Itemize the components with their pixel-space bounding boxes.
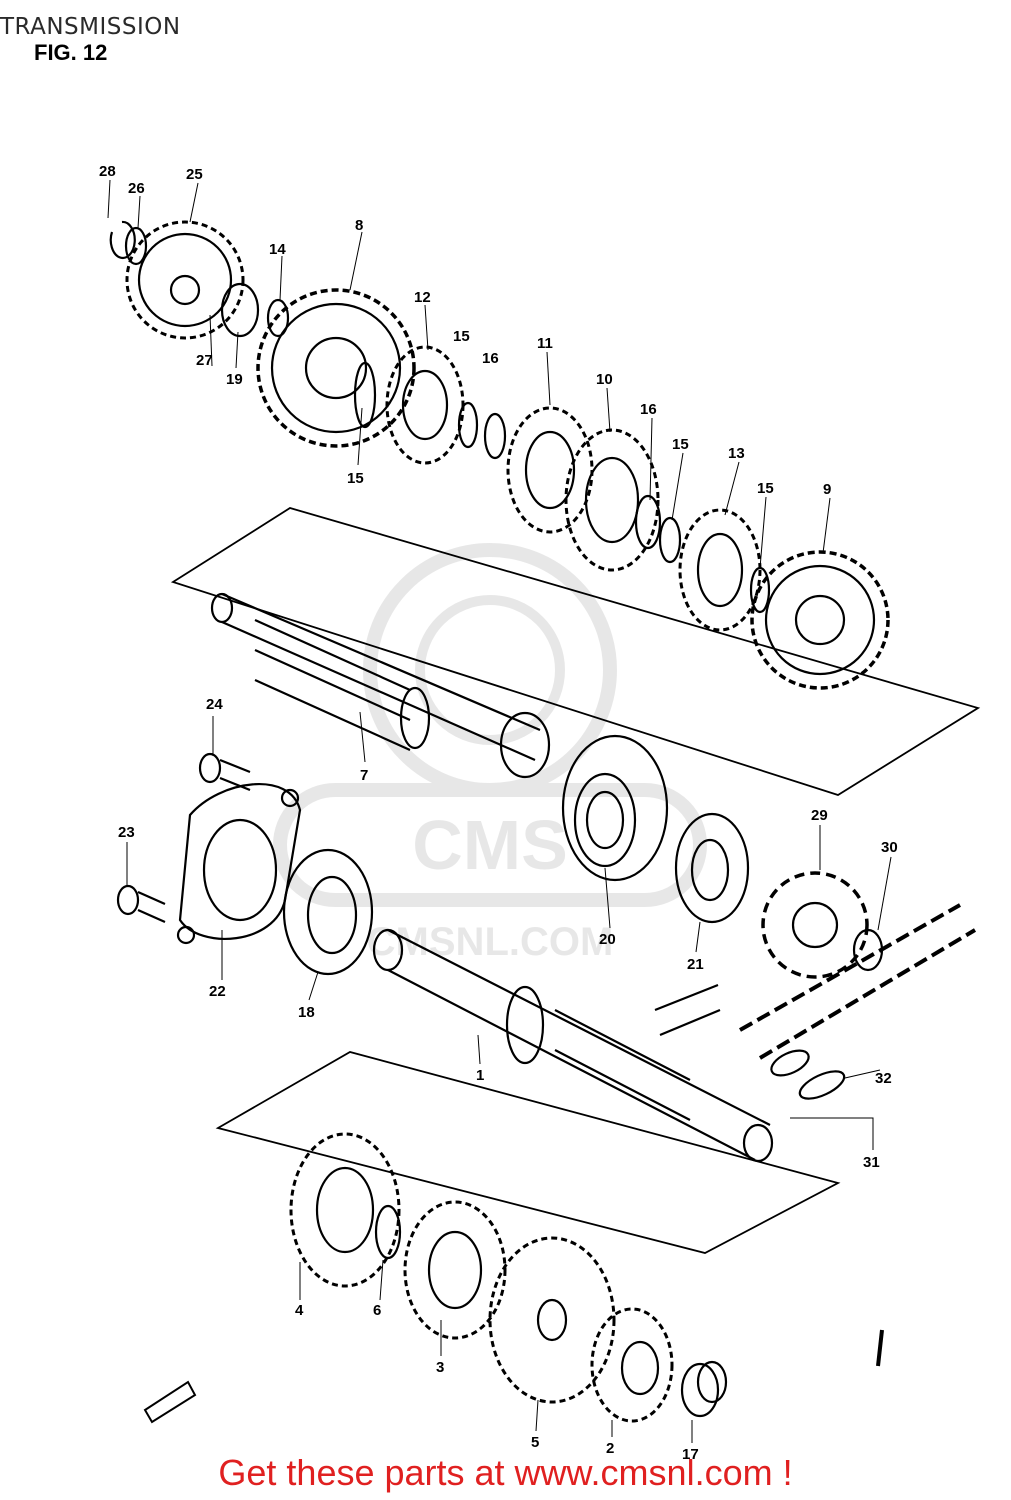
footer-promo-link[interactable]: Get these parts at www.cmsnl.com ! [218, 1452, 793, 1493]
gear-11 [506, 406, 594, 534]
part-29-label: 29 [811, 807, 828, 824]
bearings-seals [116, 734, 750, 976]
bearing-20 [561, 734, 669, 882]
gear-25 [125, 220, 245, 340]
washer-30 [852, 928, 884, 972]
part-15-label-a: 15 [453, 328, 470, 345]
part-19-label: 19 [226, 371, 243, 388]
part-4-label: 4 [295, 1302, 304, 1319]
part-16-label-b: 16 [640, 401, 657, 418]
part-28-label: 28 [99, 163, 116, 180]
screw-23 [116, 884, 140, 916]
gear-3 [403, 1200, 507, 1340]
countershaft-assembly-outline [170, 507, 981, 796]
screw-24 [198, 752, 222, 784]
part-15-label-b: 15 [672, 436, 689, 453]
part-2-label: 2 [606, 1440, 614, 1457]
part-30-label: 30 [881, 839, 898, 856]
front-direction-marker [143, 1329, 884, 1424]
gear-9 [750, 550, 890, 690]
washer-16-left [483, 412, 507, 460]
part-5-label: 5 [531, 1434, 539, 1451]
sprocket-29 [761, 871, 869, 979]
part-12-label: 12 [414, 289, 431, 306]
washer-16-right [634, 494, 662, 550]
upper-gear-train [109, 220, 890, 690]
bushing-19 [220, 282, 260, 338]
leader-lines [107, 179, 892, 1443]
part-15-label-d: 15 [347, 470, 364, 487]
circlip-15-lower [353, 361, 377, 429]
part-25-label: 25 [186, 166, 203, 183]
washer-26 [124, 226, 148, 266]
gear-12 [385, 345, 465, 465]
part-13-label: 13 [728, 445, 745, 462]
part-20-label: 20 [599, 931, 616, 948]
gear-13 [678, 508, 762, 632]
driveshaft-1 [372, 928, 774, 1163]
part-9-label: 9 [823, 481, 831, 498]
gear-5 [488, 1236, 616, 1404]
gear-2 [590, 1307, 674, 1423]
part-26-label: 26 [128, 180, 145, 197]
part-8-label: 8 [355, 217, 363, 234]
part-23-label: 23 [118, 824, 135, 841]
circlip-6 [374, 1204, 402, 1260]
part-3-label: 3 [436, 1359, 444, 1376]
circlip-28 [109, 220, 136, 259]
gear-10 [564, 428, 660, 572]
part-27-label: 27 [196, 352, 213, 369]
circlip-15-mid [658, 516, 682, 564]
chain-31 [739, 903, 977, 1060]
chain-link-pin [654, 983, 721, 1037]
bearing-retainer-22 [178, 783, 302, 940]
part-labels: 28 26 25 14 8 12 15 16 11 10 16 15 13 15… [99, 163, 898, 1463]
washer-14 [266, 298, 290, 338]
countershaft-7 [210, 592, 551, 779]
part-7-label: 7 [360, 767, 368, 784]
part-1-label: 1 [476, 1067, 484, 1084]
part-21-label: 21 [687, 956, 704, 973]
lower-gear-train [289, 1132, 728, 1423]
part-24-label: 24 [206, 696, 223, 713]
part-32-label: 32 [875, 1070, 892, 1087]
part-15-label-c: 15 [757, 480, 774, 497]
part-6-label: 6 [373, 1302, 381, 1319]
part-11-label: 11 [537, 335, 553, 352]
page-title: TRANSMISSION [0, 14, 181, 40]
circlip-15-upper [457, 401, 479, 449]
bearing-18 [282, 848, 374, 976]
part-18-label: 18 [298, 1004, 315, 1021]
figure-number: FIG. 12 [34, 40, 108, 65]
part-16-label-a: 16 [482, 350, 499, 367]
chain-clip-32 [798, 1070, 846, 1100]
needle-bearing-17 [680, 1362, 720, 1418]
oil-seal-21 [674, 812, 750, 924]
gear-4 [289, 1132, 401, 1288]
drive-sprocket-chain [654, 871, 977, 1100]
part-14-label: 14 [269, 241, 286, 258]
part-17-label: 17 [682, 1446, 699, 1463]
driveshaft-assembly-outline [215, 1051, 841, 1254]
part-10-label: 10 [596, 371, 613, 388]
part-31-label: 31 [863, 1154, 880, 1171]
part-22-label: 22 [209, 983, 226, 1000]
gear-8 [256, 288, 416, 448]
